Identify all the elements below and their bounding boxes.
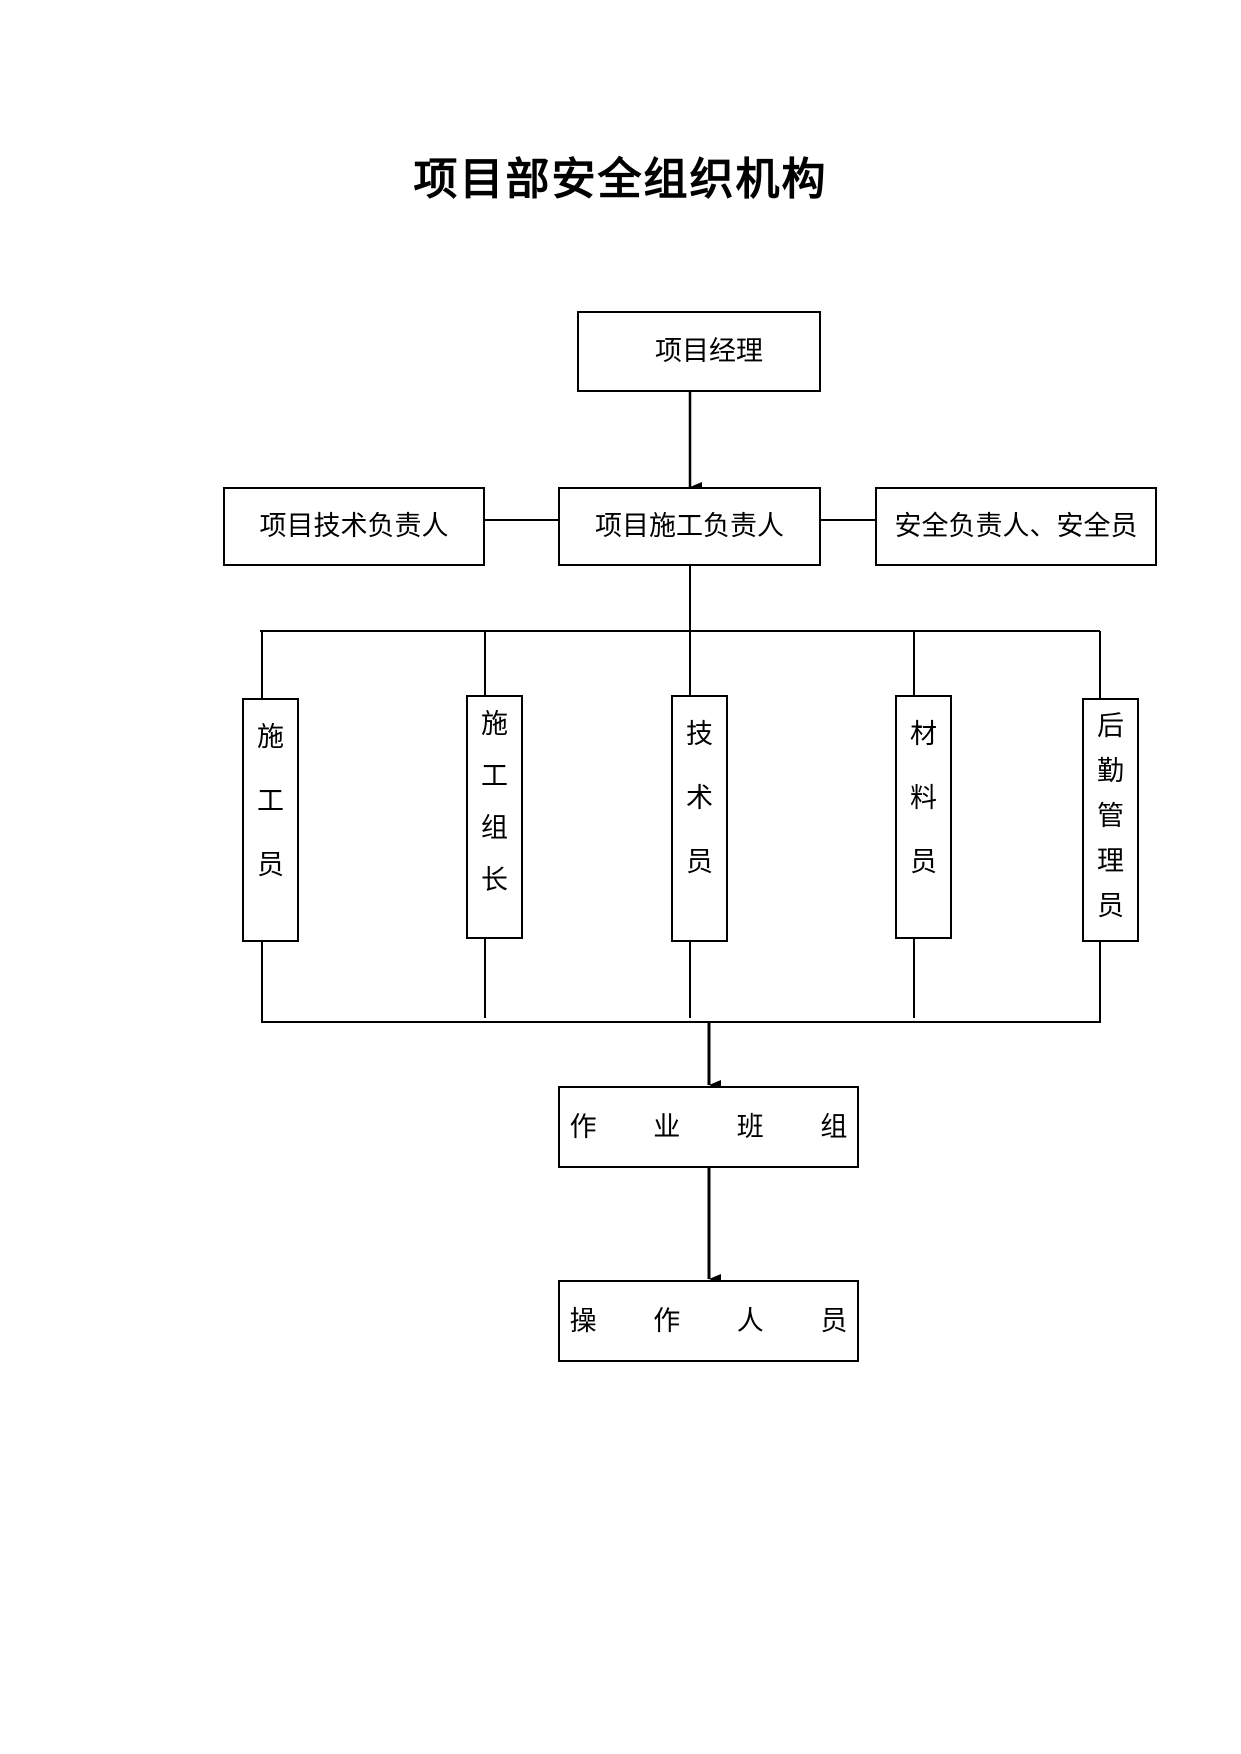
node-label: 施工组长 bbox=[481, 709, 508, 896]
node-label: 施工员 bbox=[257, 722, 284, 881]
node-materials-officer: 材料员 bbox=[895, 695, 952, 939]
node-work-team: 作 业 班 组 bbox=[558, 1086, 859, 1168]
node-label: 后勤管理员 bbox=[1097, 711, 1124, 922]
node-technician: 技术员 bbox=[671, 695, 728, 942]
node-logistics-manager: 后勤管理员 bbox=[1082, 698, 1139, 942]
node-project-manager: 项目经理 bbox=[577, 311, 821, 392]
node-construction-team-leader: 施工组长 bbox=[466, 695, 523, 939]
node-label: 作 业 班 组 bbox=[569, 1111, 872, 1143]
node-label: 操 作 人 员 bbox=[569, 1305, 872, 1337]
node-construction-lead: 项目施工负责人 bbox=[558, 487, 821, 566]
node-safety-lead: 安全负责人、安全员 bbox=[875, 487, 1157, 566]
node-label: 项目技术负责人 bbox=[259, 511, 449, 542]
page-title: 项目部安全组织机构 bbox=[413, 154, 828, 205]
node-construction-worker: 施工员 bbox=[242, 698, 299, 942]
node-operators: 操 作 人 员 bbox=[558, 1280, 859, 1362]
node-label: 安全负责人、安全员 bbox=[894, 511, 1138, 542]
node-label: 项目施工负责人 bbox=[595, 511, 784, 542]
node-label: 技术员 bbox=[686, 719, 713, 878]
node-tech-lead: 项目技术负责人 bbox=[223, 487, 485, 566]
node-label: 项目经理 bbox=[655, 336, 763, 367]
node-label: 材料员 bbox=[910, 719, 937, 878]
